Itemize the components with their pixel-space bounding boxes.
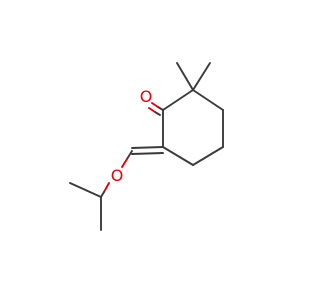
bond-carbonyl-2-dark [154, 111, 161, 116]
ether-oxygen-label: O [111, 166, 124, 185]
bond-isopropyl-left [69, 182, 102, 198]
bond-methyl-right [192, 62, 211, 91]
bond-carbonyl-1-dark [157, 106, 164, 111]
bond-exocyclic-2 [131, 152, 164, 155]
bond-ring-c2-c3 [192, 89, 224, 111]
bond-carbonyl-1-red [151, 102, 159, 108]
bond-oxygen-isopropyl-dark [100, 191, 105, 198]
bond-vinyl-oxygen-dark [126, 150, 133, 160]
bond-oxygen-isopropyl-red [103, 182, 110, 193]
bond-methyl-left [176, 62, 194, 91]
bond-ring-c1-c2 [162, 89, 194, 111]
bond-carbonyl-2-red [148, 107, 156, 113]
bond-ring-c4-c5 [192, 146, 224, 166]
bond-vinyl-oxygen-red [121, 158, 128, 168]
bond-ring-c5-c6 [162, 146, 194, 166]
structure-diagram: O O [69, 62, 224, 231]
bond-exocyclic-1 [131, 146, 164, 149]
molecule-canvas: O O [69, 62, 224, 231]
carbonyl-oxygen-label: O [140, 87, 153, 106]
